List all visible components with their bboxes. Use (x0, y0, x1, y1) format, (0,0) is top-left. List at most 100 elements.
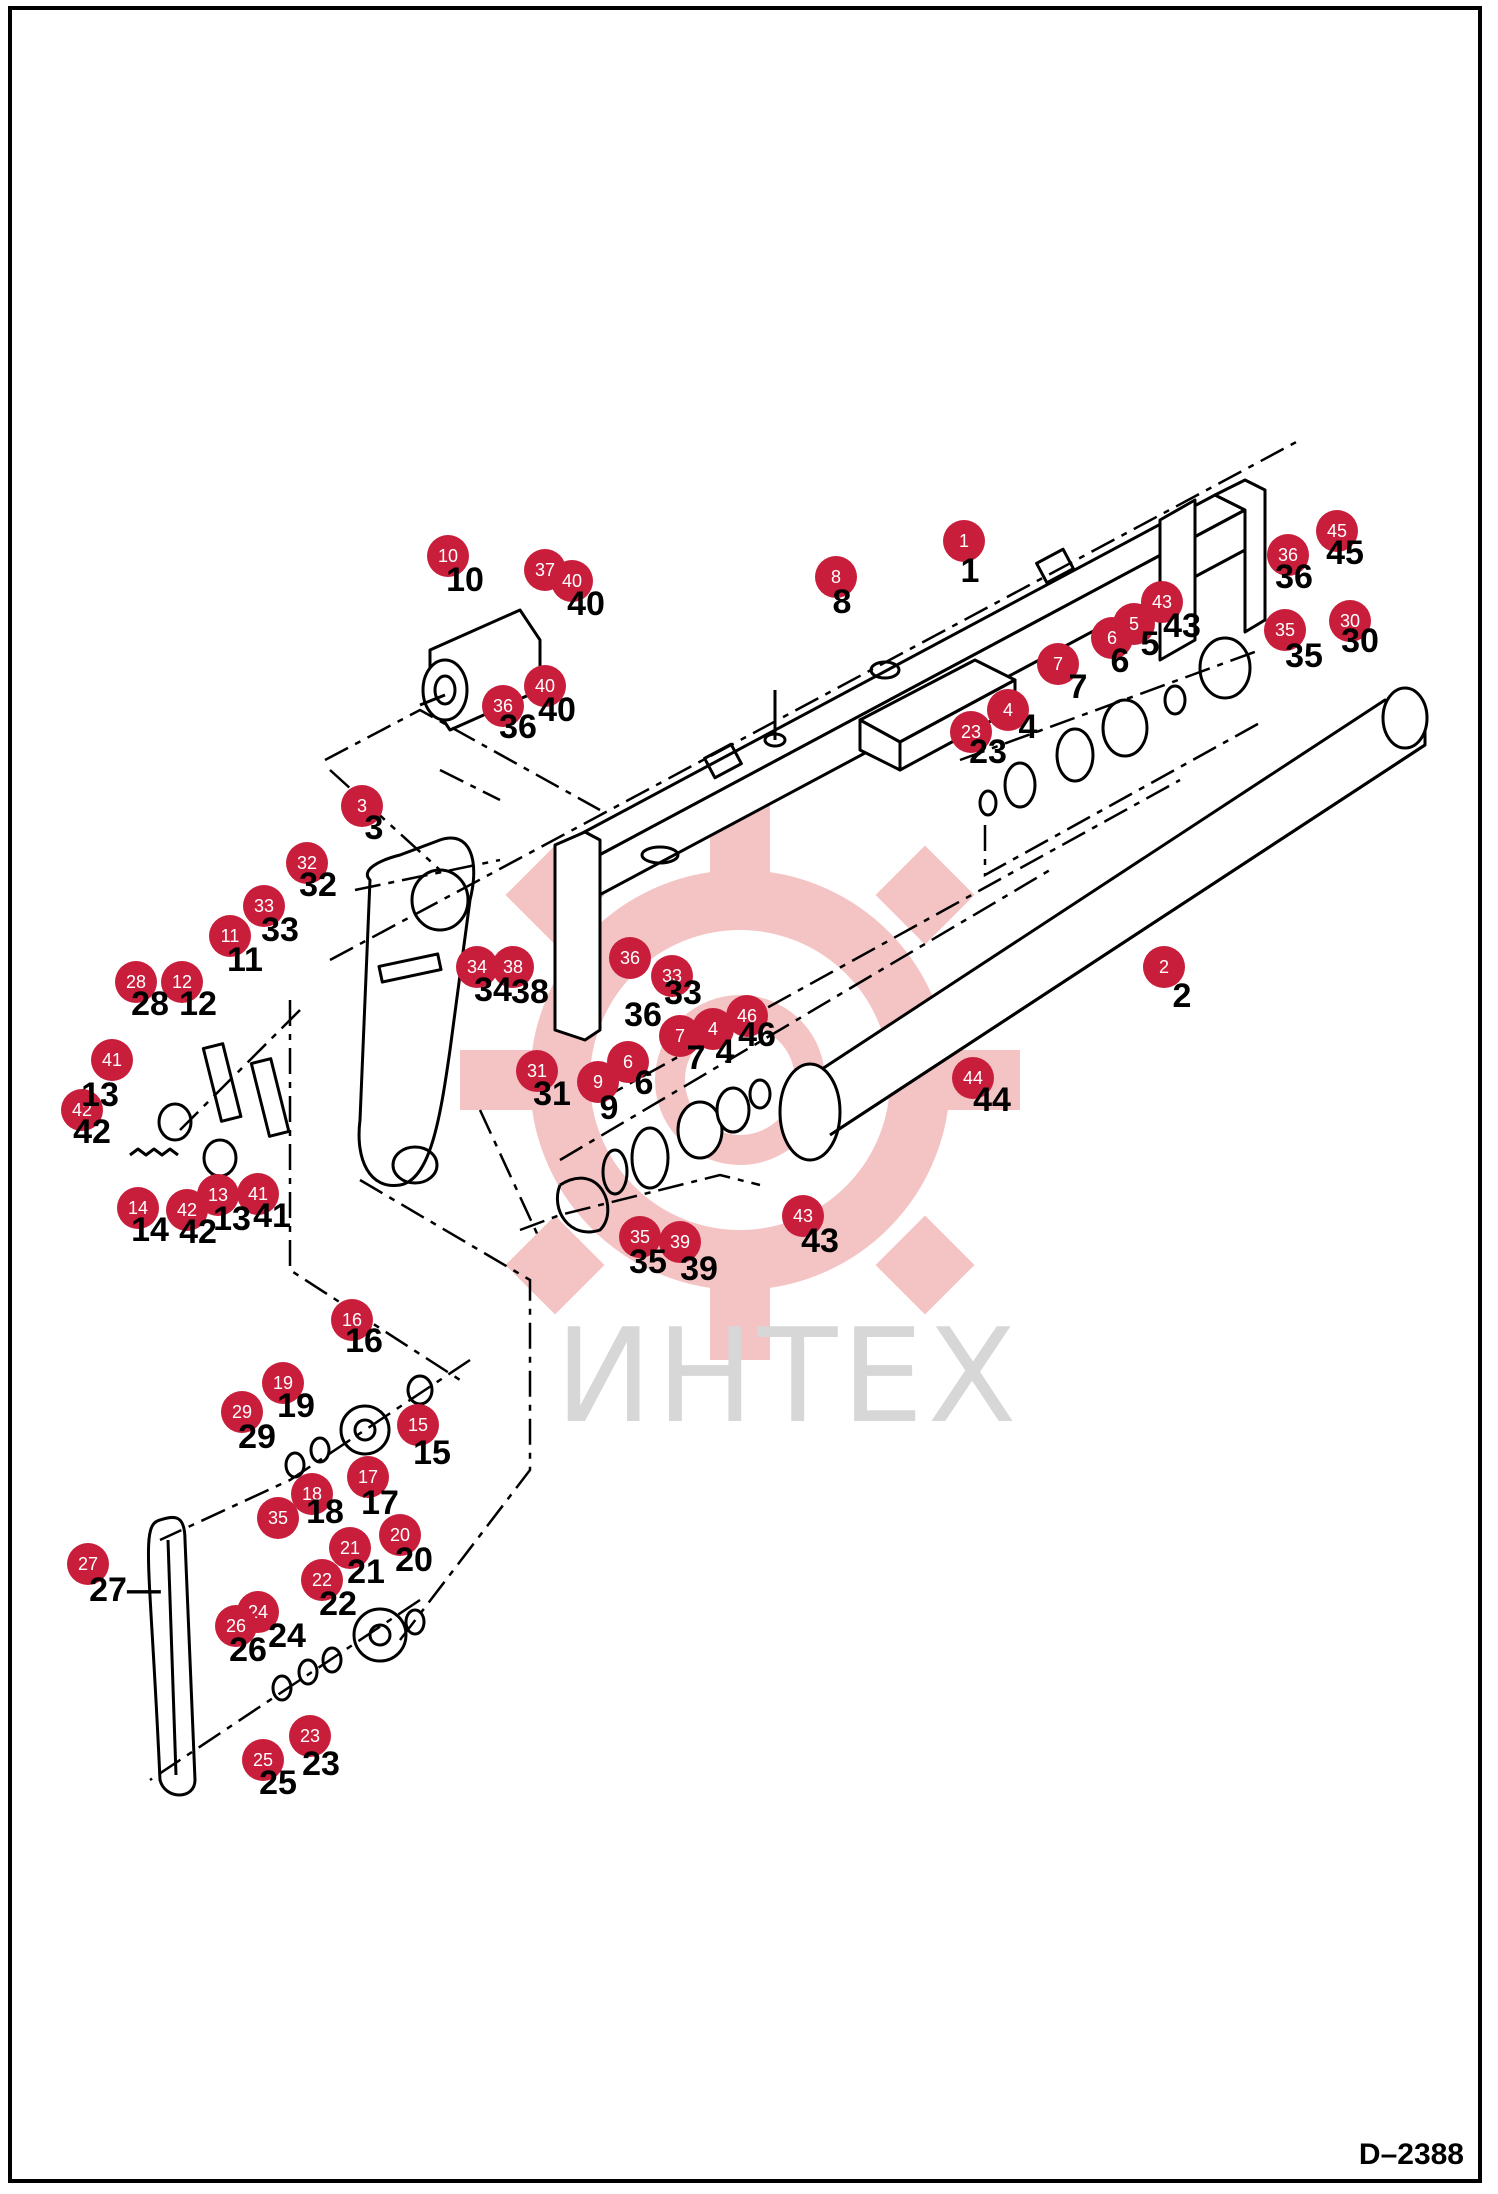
part-label-36c: 36 (624, 996, 662, 1034)
page-border (8, 6, 1482, 2183)
callout-9[interactable]: 9 (577, 1061, 619, 1103)
part-label-23a: 23 (969, 733, 1007, 771)
part-label-6b: 6 (634, 1064, 654, 1102)
part-label-35b: 35 (629, 1243, 667, 1281)
part-label-40b: 40 (538, 691, 576, 729)
part-label-13b: 13 (213, 1200, 251, 1238)
callout-1[interactable]: 1 (943, 520, 985, 562)
callout-35[interactable]: 35 (1264, 609, 1306, 651)
part-label-43b: 43 (801, 1222, 839, 1260)
part-label-33a: 33 (261, 911, 299, 949)
callout-41[interactable]: 41 (91, 1039, 133, 1081)
callout-27[interactable]: 27 (67, 1543, 109, 1585)
part-label-21b: 21 (347, 1553, 385, 1591)
part-label-20: 20 (395, 1541, 433, 1579)
callout-28[interactable]: 28 (115, 961, 157, 1003)
part-label-8: 8 (832, 583, 852, 621)
watermark-text: ИНТЕХ (555, 1300, 1021, 1452)
part-label-16: 16 (345, 1322, 383, 1360)
callout-43[interactable]: 43 (1141, 581, 1183, 623)
callout-23[interactable]: 23 (950, 711, 992, 753)
callout-31[interactable]: 31 (516, 1050, 558, 1092)
callout-42[interactable]: 42 (61, 1089, 103, 1131)
part-label-44: 44 (973, 1081, 1011, 1119)
part-label-17: 17 (361, 1484, 399, 1522)
callout-38[interactable]: 38 (492, 946, 534, 988)
callout-36[interactable]: 36 (1267, 534, 1309, 576)
part-label-33b: 33 (664, 974, 702, 1012)
callout-14[interactable]: 14 (117, 1187, 159, 1229)
callout-16[interactable]: 16 (331, 1299, 373, 1341)
part-label-18: 18 (306, 1493, 344, 1531)
part-label-12: 12 (179, 985, 217, 1023)
callout-2[interactable]: 2 (1143, 946, 1185, 988)
callout-45[interactable]: 45 (1316, 510, 1358, 552)
part-label-13a: 13 (81, 1076, 119, 1114)
callout-30[interactable]: 30 (1329, 600, 1371, 642)
callout-41b[interactable]: 41 (237, 1173, 279, 1215)
callout-12[interactable]: 12 (161, 961, 203, 1003)
part-label-26: 26 (229, 1631, 267, 1669)
part-label-4b: 4 (715, 1033, 735, 1071)
part-label-14: 14 (131, 1211, 169, 1249)
part-label-29: 29 (238, 1418, 276, 1456)
callout-29[interactable]: 29 (221, 1391, 263, 1433)
part-label-24: 24 (268, 1617, 306, 1655)
callout-40[interactable]: 40 (551, 560, 593, 602)
callout-26[interactable]: 26 (215, 1605, 257, 1647)
part-label-40a: 40 (567, 585, 605, 623)
part-label-4a: 4 (1018, 708, 1038, 746)
callout-19[interactable]: 19 (262, 1362, 304, 1404)
callout-7[interactable]: 7 (1037, 643, 1079, 685)
part-label-27: 27— (89, 1571, 161, 1609)
callout-4[interactable]: 4 (987, 689, 1029, 731)
part-label-7a: 7 (1068, 668, 1088, 706)
part-label-36a: 36 (1275, 558, 1313, 596)
callout-43b[interactable]: 43 (782, 1195, 824, 1237)
part-label-3: 3 (364, 809, 384, 847)
callout-17[interactable]: 17 (347, 1456, 389, 1498)
callout-46[interactable]: 46 (726, 995, 768, 1037)
callout-11[interactable]: 11 (209, 915, 251, 957)
part-label-28: 28 (131, 985, 169, 1023)
callout-39[interactable]: 39 (659, 1221, 701, 1263)
callout-32[interactable]: 32 (286, 842, 328, 884)
part-label-41b: 41 (253, 1197, 291, 1235)
callout-25[interactable]: 25 (242, 1739, 284, 1781)
callout-6[interactable]: 6 (1091, 617, 1133, 659)
callout-10[interactable]: 10 (427, 535, 469, 577)
callout-18[interactable]: 18 (291, 1473, 333, 1515)
callout-42b[interactable]: 42 (166, 1189, 208, 1231)
callout-36b[interactable]: 36 (482, 685, 524, 727)
part-label-6a: 6 (1110, 642, 1130, 680)
callout-22[interactable]: 22 (301, 1559, 343, 1601)
callout-34[interactable]: 34 (456, 946, 498, 988)
callout-33b[interactable]: 33 (651, 955, 693, 997)
callout-8[interactable]: 8 (815, 556, 857, 598)
callout-44[interactable]: 44 (952, 1057, 994, 1099)
callout-40b[interactable]: 40 (524, 665, 566, 707)
part-label-1: 1 (960, 552, 980, 590)
part-label-32: 32 (299, 866, 337, 904)
callout-7b[interactable]: 7 (659, 1015, 701, 1057)
callout-15[interactable]: 15 (397, 1404, 439, 1446)
callout-35b[interactable]: 35 (619, 1216, 661, 1258)
callout-33[interactable]: 33 (243, 885, 285, 927)
part-label-15: 15 (413, 1434, 451, 1472)
callout-20[interactable]: 20 (379, 1514, 421, 1556)
callout-35c[interactable]: 35 (257, 1497, 299, 1539)
part-label-25: 25 (259, 1764, 297, 1802)
part-label-22: 22 (319, 1585, 357, 1623)
part-label-5: 5 (1140, 625, 1160, 663)
part-label-36b: 36 (499, 708, 537, 746)
part-label-9: 9 (599, 1089, 619, 1127)
part-label-42b: 42 (179, 1213, 217, 1251)
callout-36c[interactable]: 36 (609, 937, 651, 979)
callout-21[interactable]: 21 (329, 1527, 371, 1569)
callout-3[interactable]: 3 (341, 785, 383, 827)
callout-23b[interactable]: 23 (289, 1715, 331, 1757)
part-label-38: 38 (511, 973, 549, 1011)
part-label-11: 11 (227, 941, 263, 979)
